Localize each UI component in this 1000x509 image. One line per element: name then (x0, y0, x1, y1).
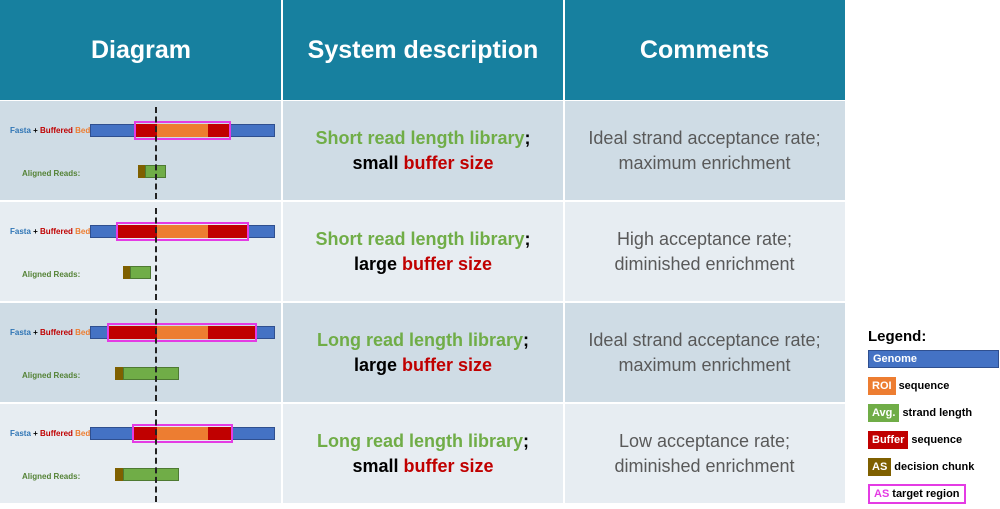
decision-line (155, 410, 157, 502)
aligned-reads-label: Aligned Reads: (22, 270, 81, 279)
header-comments: Comments (564, 0, 845, 100)
aligned-reads-label: Aligned Reads: (22, 472, 81, 481)
system-description-cell: Short read length library; small buffer … (315, 127, 531, 173)
comments-cell: Low acceptance rate; diminished enrichme… (614, 430, 795, 476)
legend-roi-swatch: ROI (868, 377, 896, 395)
fasta-bed-label: Fasta + Buffered Bed: (10, 126, 93, 135)
diagram-cell: Fasta + Buffered Bed: Aligned Reads: (0, 404, 282, 503)
fasta-bed-label: Fasta + Buffered Bed: (10, 227, 93, 236)
legend-as-target-label: AS (874, 488, 890, 500)
legend-buffer-swatch: Buffer (868, 431, 909, 449)
table-row: Fasta + Buffered Bed: Aligned Reads: Sho… (0, 101, 845, 200)
decision-line (155, 107, 157, 199)
fasta-bed-label: Fasta + Buffered Bed: (10, 429, 93, 438)
system-description-cell: Long read length library; large buffer s… (316, 329, 530, 375)
read-bar (130, 266, 151, 279)
read-bar (123, 468, 179, 481)
comments-cell: Ideal strand acceptance rate; maximum en… (588, 127, 821, 173)
legend-title: Legend: (868, 328, 927, 345)
diagram-cell: Fasta + Buffered Bed: Aligned Reads: (0, 202, 282, 301)
read-bar (123, 367, 179, 380)
fasta-bed-label: Fasta + Buffered Bed: (10, 328, 93, 337)
legend-as-swatch: AS (868, 458, 892, 476)
decision-chunk-bar (115, 367, 123, 380)
target-region-box (132, 424, 233, 443)
legend-avg-swatch: Avg. (868, 404, 900, 422)
roi-bar (157, 225, 208, 238)
diagram-cell: Fasta + Buffered Bed: Aligned Reads: (0, 101, 282, 200)
header-diagram: Diagram (0, 0, 282, 100)
system-description-cell: Long read length library; small buffer s… (316, 430, 530, 476)
legend-item-avg-strand: Avg.strand length (868, 402, 972, 424)
decision-line (155, 309, 157, 401)
roi-bar (157, 124, 208, 137)
table-row: Fasta + Buffered Bed: Aligned Reads: Lon… (0, 303, 845, 402)
roi-bar (157, 326, 208, 339)
header-system-description: System description (282, 0, 564, 100)
decision-chunk-bar (138, 165, 145, 178)
comments-cell: High acceptance rate; diminished enrichm… (614, 228, 795, 274)
decision-chunk-bar (115, 468, 123, 481)
target-region-box (107, 323, 257, 342)
column-divider (563, 0, 565, 504)
legend-genome-swatch: Genome (868, 350, 999, 368)
legend: Legend: (868, 328, 1000, 348)
aligned-reads-label: Aligned Reads: (22, 169, 81, 178)
comparison-table: Diagram System description Comments Fast… (0, 0, 845, 504)
table-row: Fasta + Buffered Bed: Aligned Reads: Sho… (0, 202, 845, 301)
legend-item-genome: Genome (868, 348, 1000, 370)
target-region-box (134, 121, 231, 140)
table-row: Fasta + Buffered Bed: Aligned Reads: Lon… (0, 404, 845, 503)
system-description-cell: Short read length library; large buffer … (315, 228, 531, 274)
decision-line (155, 208, 157, 300)
roi-bar (157, 427, 208, 440)
decision-chunk-bar (123, 266, 130, 279)
diagram-cell: Fasta + Buffered Bed: Aligned Reads: (0, 303, 282, 402)
aligned-reads-label: Aligned Reads: (22, 371, 81, 380)
target-region-box (116, 222, 249, 241)
comments-cell: Ideal strand acceptance rate; maximum en… (588, 329, 821, 375)
column-divider (281, 0, 283, 504)
